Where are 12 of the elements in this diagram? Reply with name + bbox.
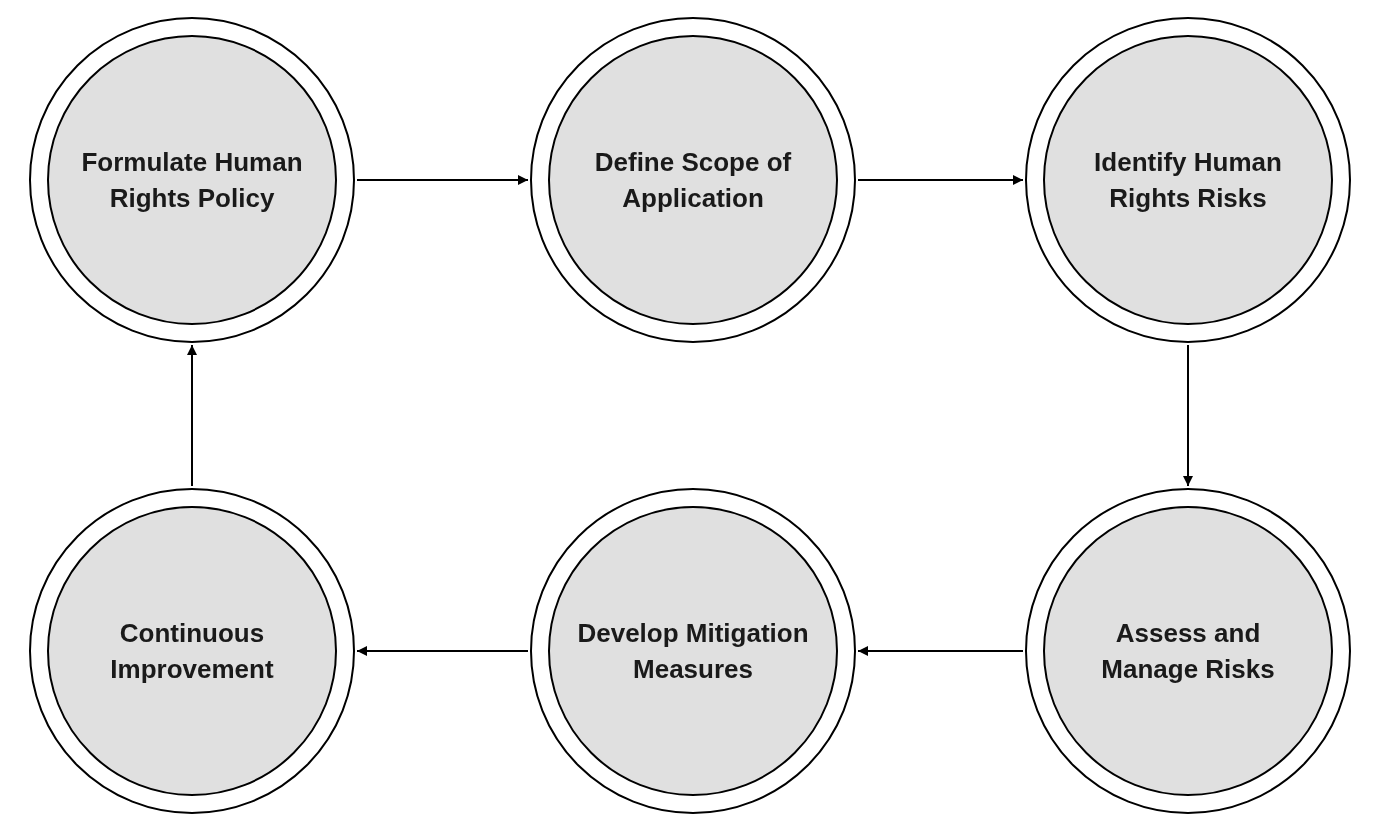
step-label: Identify Human Rights Risks (1093, 146, 1283, 215)
arrow (356, 175, 529, 185)
step-label: Assess and Manage Risks (1100, 617, 1276, 686)
step-label: Define Scope of Application (593, 146, 793, 215)
arrow (1183, 344, 1193, 487)
arrow (857, 646, 1024, 656)
step-label: Continuous Improvement (109, 617, 275, 686)
arrow (187, 344, 197, 487)
step-label: Formulate Human Rights Policy (80, 146, 304, 215)
arrow (857, 175, 1024, 185)
step-label: Develop Mitigation Measures (576, 617, 810, 686)
arrow (356, 646, 529, 656)
